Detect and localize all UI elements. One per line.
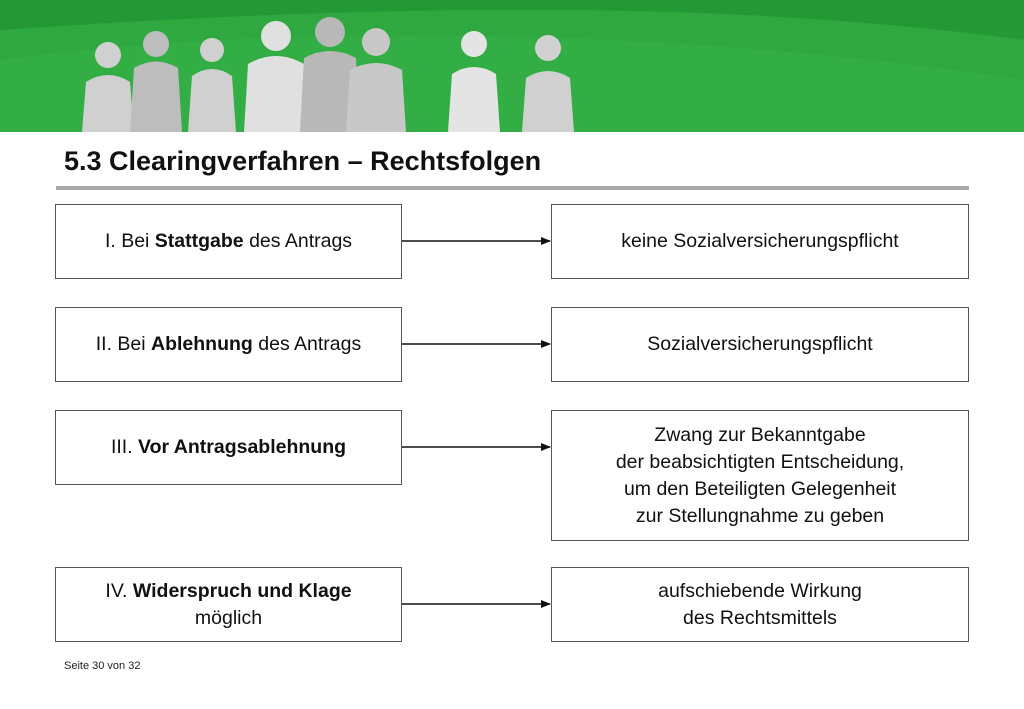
people-silhouettes-banner (0, 0, 1024, 132)
left-box-prefix: IV. (105, 579, 133, 602)
right-box-bekanntgabe: Zwang zur Bekanntgabe der beabsichtigten… (551, 410, 969, 541)
slide-title: 5.3 Clearingverfahren – Rechtsfolgen (64, 146, 542, 176)
left-box-suffix: des Antrags (243, 230, 353, 252)
title-rule (56, 186, 969, 190)
right-box-line: der beabsichtigten Entscheidung, (615, 450, 905, 473)
left-box-stattgabe: I. Bei Stattgabe des Antrags (55, 204, 402, 279)
right-box-line: zur Stellungnahme zu geben (635, 504, 885, 527)
left-box-widerspruch-klage: IV. Widerspruch und Klage möglich (55, 567, 402, 642)
people-silhouettes-icon (82, 17, 574, 132)
left-box-prefix: II. Bei (95, 333, 152, 355)
left-box-bold: Stattgabe (154, 230, 244, 252)
left-box-bold: Ablehnung (151, 333, 253, 355)
right-box-line: um den Beteiligten Gelegenheit (623, 477, 897, 500)
left-box-line2: möglich (194, 606, 263, 629)
right-box-line: aufschiebende Wirkung (658, 579, 862, 602)
right-box-aufschiebende-wirkung: aufschiebende Wirkung des Rechtsmittels (551, 567, 969, 642)
header-banner (0, 0, 1024, 132)
left-box-ablehnung: II. Bei Ablehnung des Antrags (55, 307, 402, 382)
right-box-line: des Rechtsmittels (683, 606, 837, 629)
left-box-suffix: des Antrags (252, 333, 362, 355)
right-box-line: Sozialversicherungspflicht (647, 333, 873, 355)
right-box-line: Zwang zur Bekanntgabe (654, 423, 866, 446)
left-box-bold: Vor Antragsablehnung (138, 436, 347, 458)
left-box-bold: Widerspruch und Klage (132, 579, 352, 602)
left-box-prefix: III. (110, 436, 139, 458)
right-box-line: keine Sozialversicherungspflicht (621, 230, 899, 252)
left-box-prefix: I. Bei (104, 230, 155, 252)
right-box-sv-pflicht: Sozialversicherungspflicht (551, 307, 969, 382)
left-box-vor-antragsablehnung: III. Vor Antragsablehnung (55, 410, 402, 485)
page-number: Seite 30 von 32 (64, 660, 141, 672)
right-box-keine-sv-pflicht: keine Sozialversicherungspflicht (551, 204, 969, 279)
